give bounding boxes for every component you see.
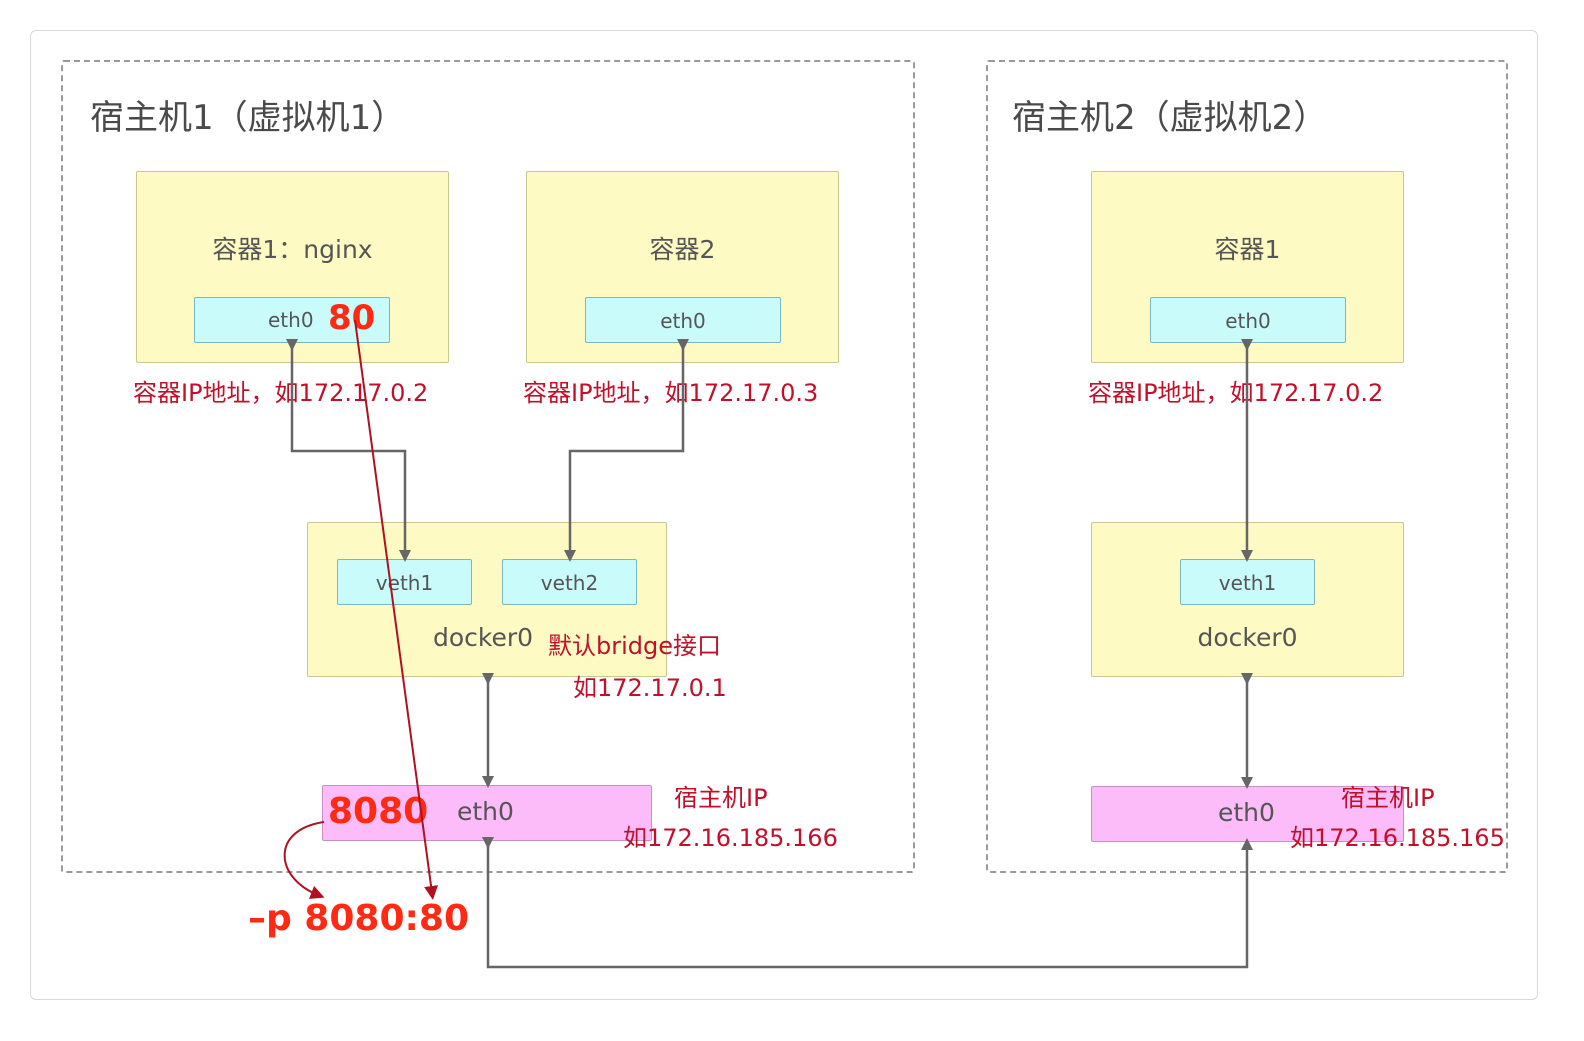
host1-bridge-note: 默认bridge接口 [548, 632, 722, 660]
host2-eth0-label: eth0 [1218, 798, 1275, 827]
host1-veth2-label: veth2 [540, 571, 599, 595]
host1-docker0-label: docker0 [433, 623, 534, 652]
host2-host-ip-label: 宿主机IP [1341, 784, 1435, 812]
host2-container1-eth0: eth0 [1150, 297, 1346, 343]
link-c2-veth2 [564, 339, 689, 562]
host2-host-ip: 如172.16.185.165 [1290, 824, 1505, 852]
host2-title: 宿主机2（虚拟机2） [1012, 98, 1328, 138]
port-mapping-label: –p 8080:80 [248, 898, 469, 939]
link-c1-veth1 [286, 339, 411, 562]
host2-veth1: veth1 [1180, 559, 1315, 605]
host1-container1-port: 80 [328, 298, 376, 338]
host1-veth1: veth1 [337, 559, 472, 605]
host2-docker0-label: docker0 [1197, 623, 1298, 652]
host1-container2-title: 容器2 [649, 235, 716, 264]
host1-title: 宿主机1（虚拟机1） [90, 98, 406, 138]
host2-veth1-label: veth1 [1218, 571, 1277, 595]
host2-eth0 [1091, 786, 1404, 842]
host1-veth1-label: veth1 [375, 571, 434, 595]
host1-eth0 [322, 785, 652, 841]
host2-container1-eth0-label: eth0 [1225, 309, 1271, 333]
host1-veth2: veth2 [502, 559, 637, 605]
host2-container1-title: 容器1 [1214, 235, 1281, 264]
host1-container2-eth0: eth0 [585, 297, 781, 343]
host1-container1-title: 容器1：nginx [212, 235, 373, 264]
host1-container2-eth0-label: eth0 [660, 309, 706, 333]
diagram-frame [30, 30, 1538, 1000]
link-host-to-host [482, 837, 1253, 969]
port-link-8080 [283, 821, 325, 899]
host1-bridge-ip: 如172.17.0.1 [573, 674, 727, 702]
host1-eth0-port: 8080 [328, 791, 429, 832]
host1-eth0-label: eth0 [457, 797, 514, 826]
host1-container1-eth0-label: eth0 [268, 308, 314, 332]
host1-host-ip-label: 宿主机IP [674, 784, 768, 812]
port-link-80 [354, 319, 439, 900]
host2-container1-ip: 容器IP地址，如172.17.0.2 [1088, 379, 1384, 407]
